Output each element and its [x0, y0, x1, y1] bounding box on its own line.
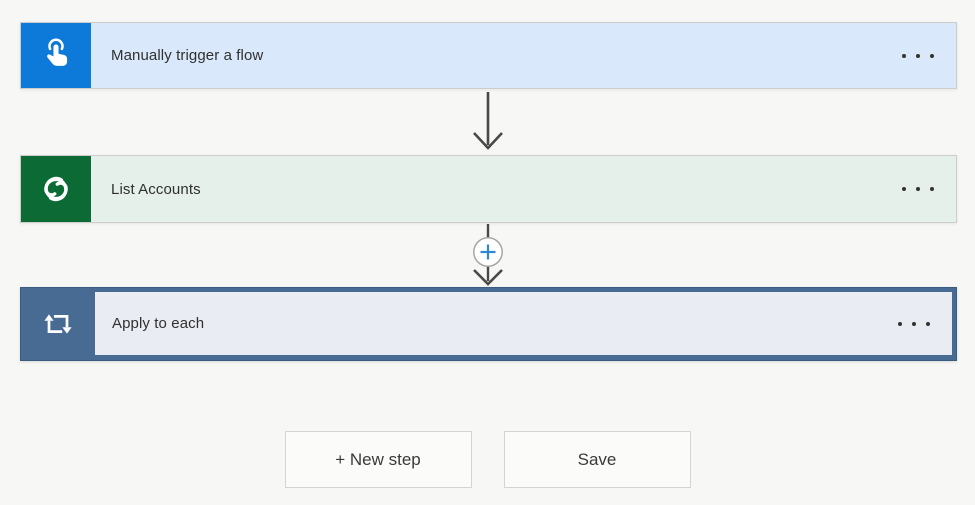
- step-title: Manually trigger a flow: [111, 47, 264, 64]
- plus-icon: [480, 244, 496, 260]
- step-card-list-accounts[interactable]: List Accounts: [20, 155, 957, 223]
- step-title: List Accounts: [111, 180, 201, 198]
- footer-actions: + New step Save: [0, 431, 975, 488]
- step-card-header: Manually trigger a flow: [91, 23, 956, 88]
- step-card-apply-to-each[interactable]: Apply to each: [20, 287, 957, 361]
- connector-with-insert: [456, 224, 520, 287]
- dataverse-swirl-icon: [21, 156, 91, 222]
- save-button[interactable]: Save: [503, 431, 691, 488]
- ellipsis-dot: [902, 187, 906, 191]
- more-options-button[interactable]: [902, 44, 934, 68]
- ellipsis-dot: [916, 187, 920, 191]
- step-card-header: Apply to each: [95, 292, 952, 355]
- ellipsis-dot: [912, 321, 916, 326]
- repeat-loop-icon: [21, 288, 95, 360]
- ellipsis-dot: [902, 53, 906, 58]
- step-card-header: List Accounts: [91, 156, 956, 222]
- ellipsis-dot: [926, 321, 930, 326]
- ellipsis-dot: [916, 53, 920, 58]
- more-options-button[interactable]: [902, 177, 934, 201]
- connector-down-arrow: [456, 90, 520, 152]
- step-card-manual-trigger[interactable]: Manually trigger a flow: [20, 22, 957, 89]
- ellipsis-dot: [930, 187, 934, 191]
- insert-step-button[interactable]: [473, 237, 503, 267]
- ellipsis-dot: [930, 53, 934, 58]
- step-title: Apply to each: [112, 315, 205, 332]
- touch-tap-icon: [21, 23, 91, 88]
- new-step-button[interactable]: + New step: [284, 431, 472, 488]
- more-options-button[interactable]: [898, 312, 930, 336]
- down-arrow-icon: [473, 269, 503, 286]
- ellipsis-dot: [898, 321, 902, 326]
